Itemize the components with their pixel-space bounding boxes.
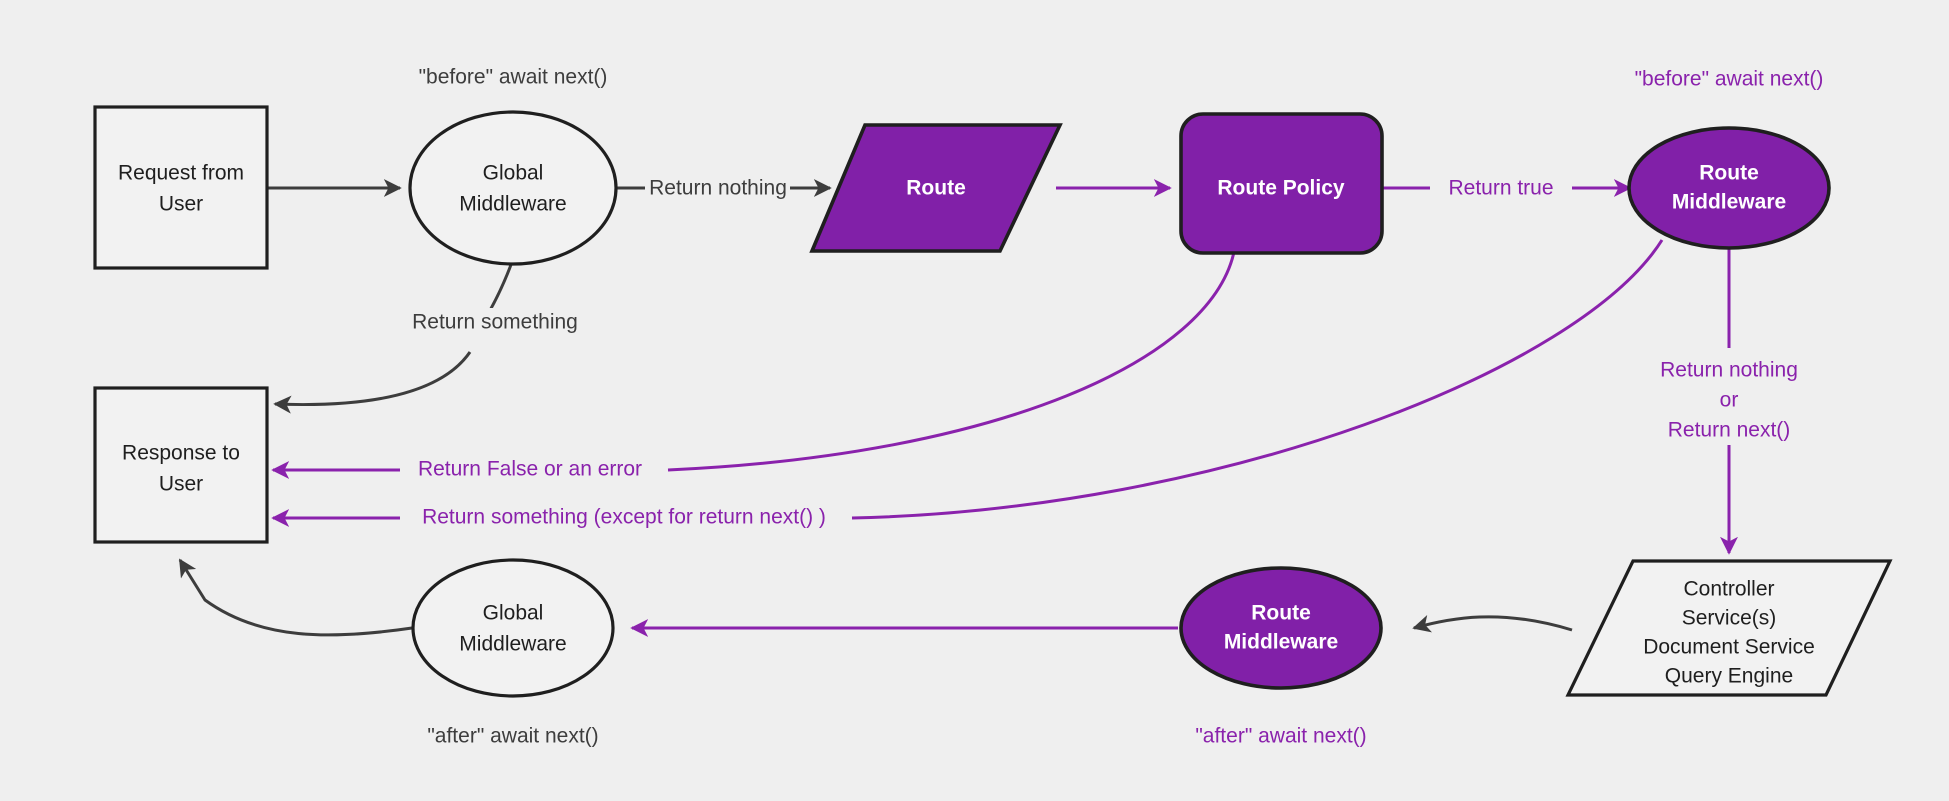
- node-controller-stack[interactable]: Controller Service(s) Document Service Q…: [1565, 559, 1893, 697]
- node-response-to-user[interactable]: Response to User: [93, 386, 269, 544]
- route-middleware-bottom-label-line2: Middleware: [1224, 631, 1338, 654]
- label-return-nothing-or-next-line1: Return nothing: [1660, 359, 1798, 382]
- label-return-nothing-or-next-group: Return nothing or Return next(): [1640, 355, 1820, 445]
- label-return-nothing-bg: [645, 174, 790, 202]
- label-return-something-bg: [400, 308, 590, 338]
- label-return-false-or-error: Return False or an error: [418, 458, 642, 481]
- label-return-nothing-or-next-line3: Return next(): [1668, 419, 1791, 442]
- route-policy-shape: [1179, 112, 1384, 255]
- edge-global-middleware-to-response: [273, 351, 472, 414]
- node-route-middleware-top[interactable]: Route Middleware: [1627, 126, 1831, 250]
- label-return-something-except-next: Return something (except for return next…: [422, 506, 826, 529]
- global-middleware-top-shape: [408, 110, 618, 266]
- label-after-await-next-global: "after" await next(): [427, 725, 598, 748]
- label-return-something-except-next-bg: [400, 504, 848, 532]
- node-global-middleware-top[interactable]: Global Middleware: [408, 110, 618, 266]
- route-shape: [809, 123, 1063, 253]
- route-middleware-top-shape: [1627, 126, 1831, 250]
- global-middleware-bottom-label-line1: Global: [483, 602, 544, 625]
- label-return-nothing-or-next-line2: or: [1720, 389, 1739, 412]
- global-middleware-bottom-shape: [411, 558, 615, 698]
- controller-stack-label-line1: Controller: [1683, 578, 1774, 601]
- controller-stack-label-line2: Service(s): [1682, 607, 1777, 630]
- label-return-false-or-error-group: Return False or an error: [400, 456, 660, 484]
- request-from-user-label-line1: Request from: [118, 162, 244, 185]
- label-return-something: Return something: [412, 311, 578, 334]
- route-middleware-top-label-line1: Route: [1699, 162, 1759, 185]
- node-global-middleware-bottom[interactable]: Global Middleware: [411, 558, 615, 698]
- global-middleware-top-label-line1: Global: [483, 162, 544, 185]
- label-return-true-group: Return true: [1430, 174, 1572, 202]
- route-middleware-top-label-line2: Middleware: [1672, 191, 1786, 214]
- request-from-user-shape: [93, 105, 269, 270]
- controller-stack-shape: [1565, 559, 1893, 697]
- label-return-true-bg: [1430, 174, 1572, 202]
- label-return-something-except-next-group: Return something (except for return next…: [400, 504, 848, 532]
- edge-global-middleware-bottom-to-response: [178, 558, 413, 637]
- label-return-false-or-error-bg: [400, 456, 660, 484]
- edge-route-middleware-to-response-curve: [851, 239, 1664, 520]
- label-return-true: Return true: [1448, 177, 1553, 200]
- node-request-from-user[interactable]: Request from User: [93, 105, 269, 270]
- global-middleware-top-label-line2: Middleware: [459, 193, 566, 216]
- label-return-nothing-or-next-bg: [1640, 355, 1820, 445]
- response-to-user-shape: [93, 386, 269, 544]
- label-before-await-next-route: "before" await next(): [1635, 68, 1824, 91]
- controller-stack-label-line4: Query Engine: [1665, 665, 1793, 688]
- request-from-user-label-line2: User: [159, 193, 203, 216]
- route-label: Route: [906, 177, 966, 200]
- label-before-await-next-global: "before" await next(): [419, 66, 608, 89]
- route-middleware-bottom-label-line1: Route: [1251, 602, 1311, 625]
- controller-stack-label-line3: Document Service: [1643, 636, 1815, 659]
- label-after-await-next-route: "after" await next(): [1195, 725, 1366, 748]
- label-return-nothing: Return nothing: [649, 177, 787, 200]
- node-route[interactable]: Route: [809, 123, 1063, 253]
- edge-controller-to-route-middleware-bottom: [1412, 614, 1573, 633]
- route-middleware-bottom-shape: [1179, 566, 1383, 690]
- route-policy-label: Route Policy: [1217, 177, 1345, 200]
- global-middleware-bottom-label-line2: Middleware: [459, 633, 566, 656]
- node-route-policy[interactable]: Route Policy: [1179, 112, 1384, 255]
- response-to-user-label-line2: User: [159, 473, 203, 496]
- label-return-something-group: Return something: [400, 308, 590, 338]
- response-to-user-label-line1: Response to: [122, 442, 240, 465]
- edge-route-policy-to-response-curve: [667, 251, 1236, 472]
- label-return-nothing-group: Return nothing: [645, 174, 790, 202]
- node-route-middleware-bottom[interactable]: Route Middleware: [1179, 566, 1383, 690]
